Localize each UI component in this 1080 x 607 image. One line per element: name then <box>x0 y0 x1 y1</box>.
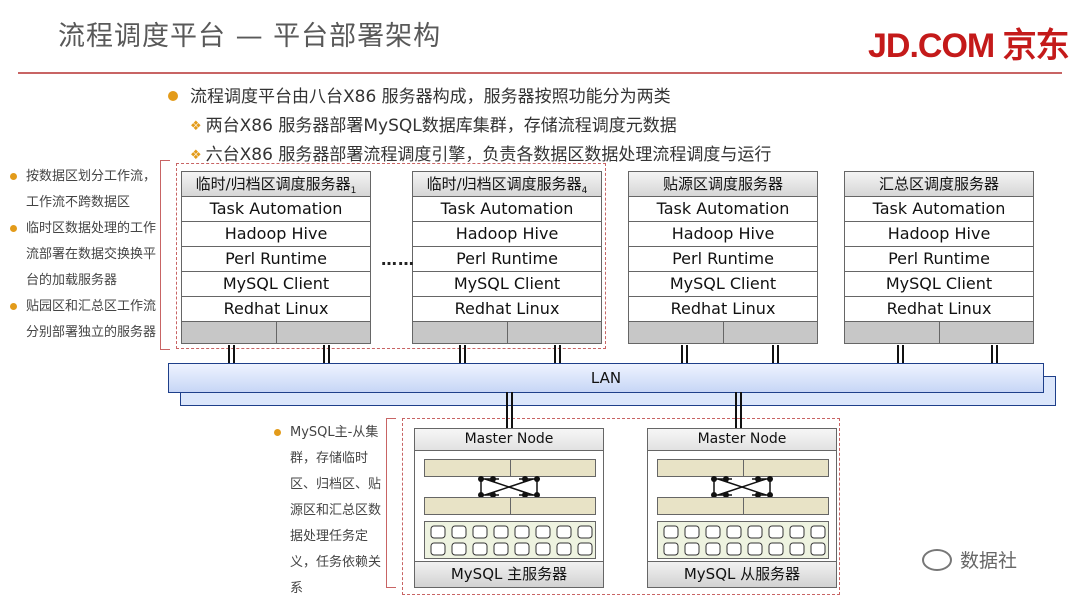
bullet-sub-1-text: 两台X86 服务器部署MySQL数据库集群，存储流程调度元数据 <box>205 116 677 136</box>
layer-hadoop-hive: Hadoop Hive <box>628 222 818 247</box>
left-note-1: 按数据区划分工作流，工作流不跨数据区 <box>8 164 158 216</box>
server-title: 贴源区调度服务器 <box>628 171 818 197</box>
watermark-text: 数据社 <box>960 550 1018 572</box>
node-bar-top <box>657 459 829 477</box>
server-base <box>181 322 371 344</box>
mysql-secondary-server: Master Node MySQL 从服务器 <box>647 428 837 588</box>
mysql-primary-label: MySQL 主服务器 <box>415 561 603 587</box>
layer-task-automation: Task Automation <box>844 197 1034 222</box>
node-bar-bottom <box>657 497 829 515</box>
header-divider <box>18 72 1062 74</box>
server-source: 贴源区调度服务器 Task Automation Hadoop Hive Per… <box>628 171 818 344</box>
server-base <box>412 322 602 344</box>
bullet-sub-2-text: 六台X86 服务器部署流程调度引擎，负责各数据区数据处理流程调度与运行 <box>205 145 772 165</box>
layer-hadoop-hive: Hadoop Hive <box>412 222 602 247</box>
layer-task-automation: Task Automation <box>412 197 602 222</box>
mysql-secondary-label: MySQL 从服务器 <box>648 561 836 587</box>
mysql-group-border <box>402 418 840 595</box>
staging-group-border <box>176 163 606 349</box>
node-bar-top <box>424 459 596 477</box>
bullet-dot-icon <box>168 91 178 101</box>
server-staging-4: 临时/归档区调度服务器4 Task Automation Hadoop Hive… <box>412 171 602 344</box>
layer-redhat-linux: Redhat Linux <box>844 297 1034 322</box>
layer-perl-runtime: Perl Runtime <box>844 247 1034 272</box>
master-node-label: Master Node <box>648 429 836 451</box>
wechat-icon <box>922 549 952 571</box>
bottom-bracket <box>386 418 396 588</box>
node-cross-link-icon <box>711 476 773 498</box>
layer-redhat-linux: Redhat Linux <box>181 297 371 322</box>
lan-bus: LAN <box>168 363 1044 393</box>
disk-array <box>424 521 596 559</box>
layer-hadoop-hive: Hadoop Hive <box>844 222 1034 247</box>
mysql-note: MySQL主-从集群，存储临时区、归档区、贴源区和汇总区数据处理任务定义，任务依… <box>272 420 382 602</box>
layer-mysql-client: MySQL Client <box>844 272 1034 297</box>
layer-mysql-client: MySQL Client <box>628 272 818 297</box>
server-base <box>628 322 818 344</box>
node-cross-link-icon <box>478 476 540 498</box>
layer-perl-runtime: Perl Runtime <box>181 247 371 272</box>
layer-mysql-client: MySQL Client <box>181 272 371 297</box>
left-note-2: 临时区数据处理的工作流部署在数据交换换平台的加载服务器 <box>8 216 158 294</box>
server-title: 临时/归档区调度服务器4 <box>412 171 602 197</box>
left-bracket <box>160 160 170 350</box>
server-title: 汇总区调度服务器 <box>844 171 1034 197</box>
disk-array-icon <box>430 525 593 556</box>
layer-perl-runtime: Perl Runtime <box>412 247 602 272</box>
node-bar-bottom <box>424 497 596 515</box>
layer-redhat-linux: Redhat Linux <box>412 297 602 322</box>
layer-mysql-client: MySQL Client <box>412 272 602 297</box>
bullet-main-text: 流程调度平台由八台X86 服务器构成，服务器按照功能分为两类 <box>190 87 671 107</box>
server-staging-1: 临时/归档区调度服务器1 Task Automation Hadoop Hive… <box>181 171 371 344</box>
server-title: 临时/归档区调度服务器1 <box>181 171 371 197</box>
mysql-primary-server: Master Node MySQL 主服务器 <box>414 428 604 588</box>
server-base <box>844 322 1034 344</box>
bullet-sub-2: ❖六台X86 服务器部署流程调度引擎，负责各数据区数据处理流程调度与运行 <box>190 140 771 165</box>
layer-hadoop-hive: Hadoop Hive <box>181 222 371 247</box>
more-servers-ellipsis: …… <box>381 250 415 269</box>
left-note-3: 贴园区和汇总区工作流分别部署独立的服务器 <box>8 294 158 346</box>
diamond-bullet-icon: ❖ <box>190 148 202 163</box>
disk-array-icon <box>663 525 826 556</box>
wechat-watermark: 数据社 <box>922 546 1017 573</box>
diamond-bullet-icon: ❖ <box>190 119 202 134</box>
disk-array <box>657 521 829 559</box>
layer-task-automation: Task Automation <box>628 197 818 222</box>
master-node-label: Master Node <box>415 429 603 451</box>
left-notes: 按数据区划分工作流，工作流不跨数据区 临时区数据处理的工作流部署在数据交换换平台… <box>8 164 158 346</box>
layer-redhat-linux: Redhat Linux <box>628 297 818 322</box>
bullet-sub-1: ❖两台X86 服务器部署MySQL数据库集群，存储流程调度元数据 <box>190 111 677 136</box>
layer-task-automation: Task Automation <box>181 197 371 222</box>
jd-logo: JD.COM 京东 <box>868 27 1070 65</box>
bullet-main: 流程调度平台由八台X86 服务器构成，服务器按照功能分为两类 <box>168 82 671 107</box>
page-title: 流程调度平台 — 平台部署架构 <box>58 21 442 52</box>
layer-perl-runtime: Perl Runtime <box>628 247 818 272</box>
server-summary: 汇总区调度服务器 Task Automation Hadoop Hive Per… <box>844 171 1034 344</box>
mysql-note-text: MySQL主-从集群，存储临时区、归档区、贴源区和汇总区数据处理任务定义，任务依… <box>272 420 382 602</box>
